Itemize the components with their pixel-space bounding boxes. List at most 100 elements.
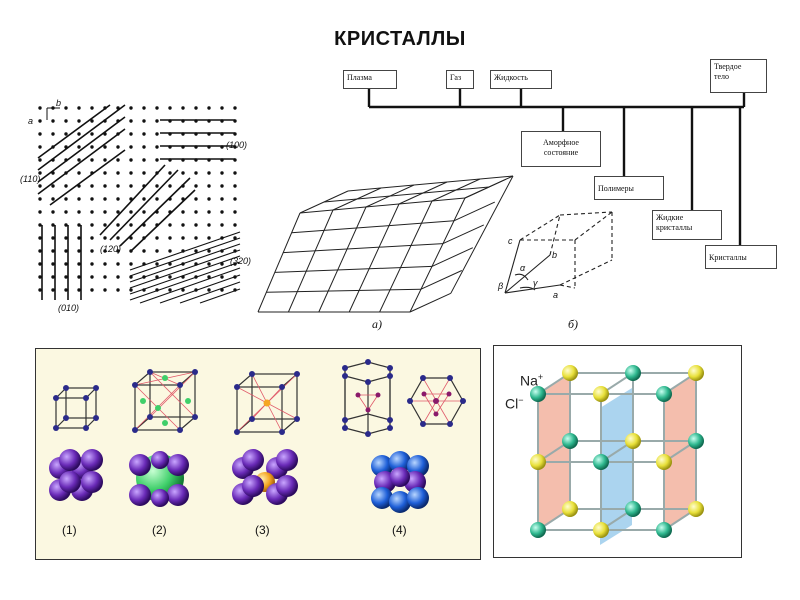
- lattice-dot: [77, 262, 81, 266]
- lattice-dot: [220, 223, 224, 227]
- lattice-dot: [155, 106, 159, 110]
- lattice-dot: [38, 249, 42, 253]
- block-edge: [318, 206, 367, 313]
- lattice-dot: [233, 106, 237, 110]
- lattice-dot: [38, 184, 42, 188]
- na-ion-symbol: Na: [520, 372, 538, 389]
- lattice-type-label-4: (4): [392, 523, 407, 537]
- lattice-dot: [207, 262, 211, 266]
- cl-atom: [562, 501, 578, 517]
- lattice-dot: [90, 223, 94, 227]
- na-atom: [530, 386, 546, 402]
- block-edge: [283, 243, 444, 254]
- lattice-dot: [194, 210, 198, 214]
- lattice-dot: [155, 145, 159, 149]
- cl-ion-symbol: Cl: [505, 395, 519, 412]
- na-atom: [530, 522, 546, 538]
- lattice-dot: [77, 158, 81, 162]
- lattice-dot: [38, 171, 42, 175]
- lattice-dot: [207, 210, 211, 214]
- block-edge: [379, 200, 433, 313]
- ball-model-4: [371, 451, 429, 513]
- block-edge: [323, 186, 490, 203]
- lattice-dot: [38, 119, 42, 123]
- lattice-dot: [90, 145, 94, 149]
- lattice-dot: [64, 223, 68, 227]
- na-atom: [656, 386, 672, 402]
- state-plasma: Плазма: [343, 70, 397, 89]
- lattice-dot: [194, 249, 198, 253]
- lattice-dot: [129, 171, 133, 175]
- lattice-dot: [103, 288, 107, 292]
- lattice-dot: [90, 132, 94, 136]
- lattice-dot: [220, 210, 224, 214]
- block-edge: [420, 270, 463, 290]
- lattice-dot: [64, 288, 68, 292]
- lattice-dot: [220, 171, 224, 175]
- lattice-dot: [51, 132, 55, 136]
- block-edge: [299, 197, 466, 214]
- lattice-dot: [207, 249, 211, 253]
- lattice-dot: [194, 184, 198, 188]
- lattice-dot: [155, 262, 159, 266]
- lattice-dot: [129, 210, 133, 214]
- lattice-dot: [38, 145, 42, 149]
- lattice-dot: [233, 223, 237, 227]
- lattice-plane-lines: [37, 104, 235, 300]
- ball-model-1: [49, 449, 103, 501]
- lattice-axis-markers: [46, 107, 60, 120]
- sublabel-b: б): [568, 317, 579, 331]
- lattice-dot: [103, 210, 107, 214]
- lattice-dot: [233, 184, 237, 188]
- ball-model-2: [129, 451, 189, 507]
- lattice-dot: [103, 158, 107, 162]
- lattice-dot: [142, 158, 146, 162]
- lattice-dot: [116, 275, 120, 279]
- lattice-dot: [90, 262, 94, 266]
- lattice-dot: [51, 223, 55, 227]
- lattice-dot: [77, 132, 81, 136]
- lattice-dot: [181, 223, 185, 227]
- state-polymers: Полимеры: [594, 176, 664, 200]
- block-edge: [257, 212, 301, 313]
- lattice-dot: [194, 106, 198, 110]
- lattice-dot: [129, 184, 133, 188]
- lattice-dot: [116, 249, 120, 253]
- lattice-dot: [64, 197, 68, 201]
- lattice-dot: [103, 171, 107, 175]
- angle-gamma: γ: [533, 278, 538, 288]
- lattice-dot: [103, 249, 107, 253]
- na-ion-label: Na+: [520, 372, 543, 389]
- lattice-dot: [220, 275, 224, 279]
- lattice-dot: [90, 119, 94, 123]
- cl-atom: [593, 386, 609, 402]
- block-edge: [464, 178, 507, 199]
- lattice-dot: [233, 210, 237, 214]
- lattice-dot: [207, 275, 211, 279]
- lattice-dot: [116, 171, 120, 175]
- cl-atom: [656, 454, 672, 470]
- lattice-dot: [129, 288, 133, 292]
- cl-atom: [688, 501, 704, 517]
- lattice-dot: [194, 223, 198, 227]
- lattice-dot: [90, 249, 94, 253]
- lattice-dot: [168, 223, 172, 227]
- state-liquid-crystals-line2: кристаллы: [656, 223, 693, 232]
- lattice-dot: [64, 262, 68, 266]
- lattice-dot: [77, 249, 81, 253]
- lattice-dot: [103, 197, 107, 201]
- block-edge: [450, 175, 514, 294]
- axis-a: a: [553, 290, 559, 300]
- lattice-dot: [220, 197, 224, 201]
- lattice-dot: [207, 184, 211, 188]
- lattice-dot: [51, 184, 55, 188]
- lattice-dot: [168, 171, 172, 175]
- block-edge: [291, 220, 455, 234]
- lattice-dot: [194, 236, 198, 240]
- lattice-dot: [116, 197, 120, 201]
- state-liquid: Жидкость: [490, 70, 552, 89]
